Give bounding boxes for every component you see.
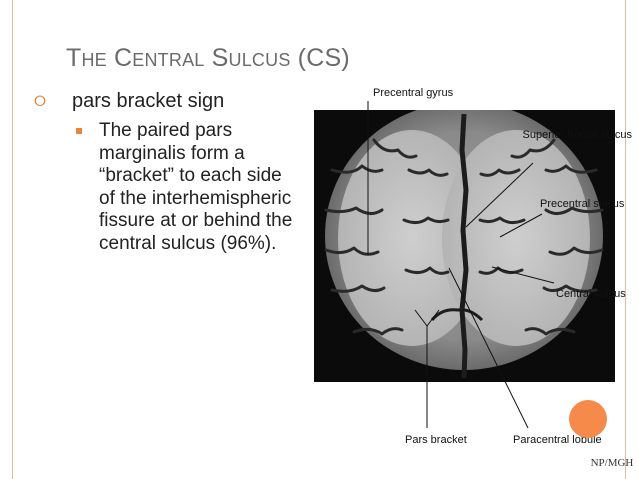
decorative-orange-circle <box>569 400 607 438</box>
frame-right-line <box>625 0 626 479</box>
hollow-circle-bullet-icon: ⭘ <box>34 93 47 110</box>
bullet-level2-text: The paired pars marginalis form a “brack… <box>99 120 293 254</box>
footer-credit: NP/MGH <box>590 457 634 469</box>
label-precentral-gyrus: Precentral gyrus <box>373 87 454 99</box>
label-superior-frontal-sulcus: Superior frontal sulcus <box>522 129 632 141</box>
square-bullet-icon <box>76 128 82 134</box>
label-precentral-sulcus: Precentral sulcus <box>540 198 625 210</box>
bullet-level1-text: pars bracket sign <box>72 90 225 112</box>
label-paracentral-lobule: Paracentral lobule <box>513 434 602 446</box>
brain-mri-image <box>314 110 615 382</box>
slide-title: The Central Sulcus (CS) <box>66 44 350 72</box>
label-pars-bracket: Pars bracket <box>405 434 467 446</box>
label-central-sulcus: Central sulcus <box>556 288 626 300</box>
frame-left-line <box>12 0 13 479</box>
